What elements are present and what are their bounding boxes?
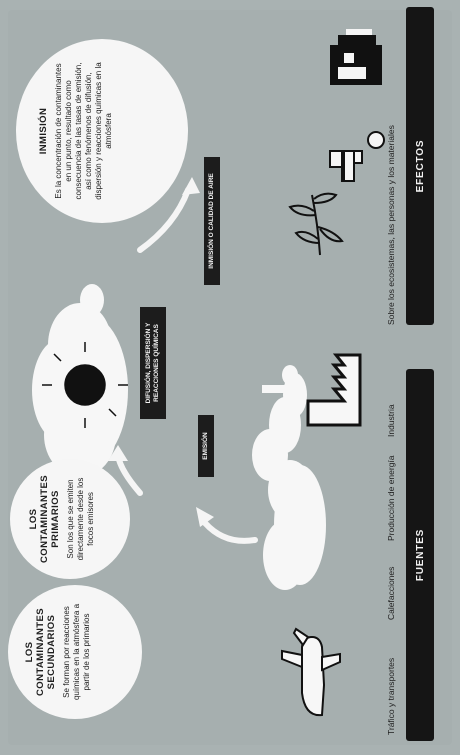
bubble-secundarios-title: LOS CONTAMINANTES SECUNDARIOS	[24, 599, 57, 705]
building-icon	[330, 29, 382, 85]
flow-arrows	[118, 190, 255, 541]
caption-industria: Industria	[386, 404, 396, 437]
person-icon	[330, 132, 384, 181]
bubble-secundarios: LOS CONTAMINANTES SECUNDARIOS Se forman …	[8, 585, 142, 719]
tag-emision: EMISIÓN	[198, 415, 214, 477]
plane-icon	[282, 629, 340, 715]
bubble-secundarios-text: Se forman por reacciones químicas en la …	[62, 599, 92, 705]
bubble-inmision-text: Es la concentración de contaminantes en …	[54, 61, 114, 201]
caption-efectos: Sobre los ecosistemas, las personas y lo…	[386, 125, 396, 325]
bubble-inmision: INMISIÓN Es la concentración de contamin…	[16, 39, 188, 223]
plant-icon	[290, 194, 342, 255]
bubble-inmision-title: INMISIÓN	[38, 108, 49, 154]
tag-difusion: DIFUSIÓN, DISPERSIÓN Y REACCIONES QUÍMIC…	[140, 307, 166, 419]
tag-inmision-calidad: INMISIÓN O CALIDAD DE AIRE	[204, 157, 220, 285]
efectos-bar: EFECTOS	[406, 7, 434, 325]
fuentes-bar: FUENTES	[406, 369, 434, 741]
caption-trafico: Tráfico y transportes	[386, 658, 396, 735]
caption-calefacciones: Calefacciones	[386, 567, 396, 620]
bubble-primarios: LOS CONTAMINANTES PRIMARIOS Son los que …	[10, 459, 130, 579]
smoke-cloud-icon	[252, 365, 326, 590]
caption-produccion: Producción de energía	[386, 455, 396, 541]
bubble-primarios-text: Son los que se emiten directamente desde…	[66, 471, 96, 567]
bubble-primarios-title: LOS CONTAMINANTES PRIMARIOS	[28, 471, 61, 567]
